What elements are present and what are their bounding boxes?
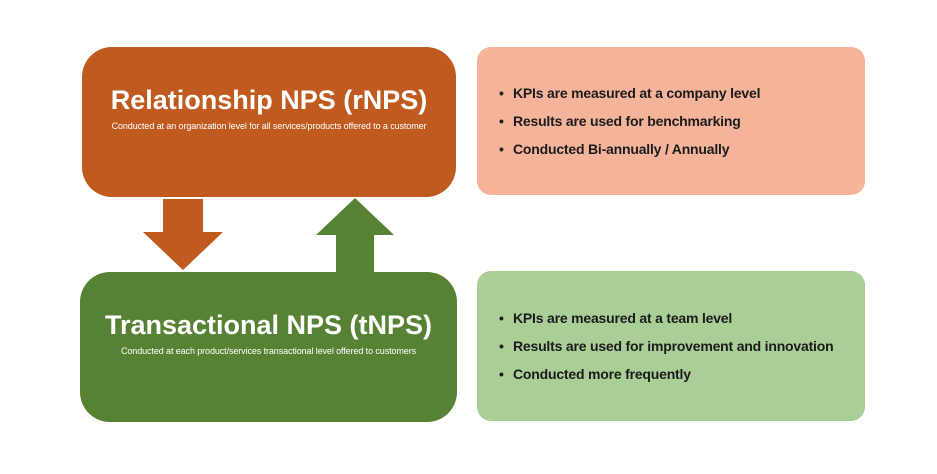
rnps-bullet-text: KPIs are measured at a company level	[513, 84, 761, 101]
bullet-icon: •	[499, 112, 504, 129]
bullet-icon: •	[499, 365, 504, 382]
tnps-bullet-text: KPIs are measured at a team level	[513, 309, 733, 326]
rnps-title: Relationship NPS (rNPS)	[110, 85, 428, 115]
rnps-bullet-text: Results are used for benchmarking	[513, 112, 741, 129]
rnps-bullet-list: • KPIs are measured at a company level •…	[499, 85, 851, 158]
tnps-bullet-list: • KPIs are measured at a team level • Re…	[499, 310, 851, 383]
list-item: • Results are used for benchmarking	[499, 113, 851, 130]
list-item: • Conducted Bi-annually / Annually	[499, 141, 851, 158]
rnps-subtitle: Conducted at an organization level for a…	[111, 121, 427, 132]
bullet-icon: •	[499, 140, 504, 157]
rnps-box: Relationship NPS (rNPS) Conducted at an …	[82, 47, 456, 197]
bullet-icon: •	[499, 337, 504, 354]
list-item: • KPIs are measured at a team level	[499, 310, 851, 327]
rnps-panel: • KPIs are measured at a company level •…	[477, 47, 865, 195]
bullet-icon: •	[499, 84, 504, 101]
rnps-bullet-text: Conducted Bi-annually / Annually	[513, 140, 730, 157]
tnps-bullet-text: Results are used for improvement and inn…	[513, 337, 834, 354]
up-arrow-icon	[316, 198, 394, 272]
list-item: • KPIs are measured at a company level	[499, 85, 851, 102]
tnps-bullet-text: Conducted more frequently	[513, 365, 691, 382]
tnps-title: Transactional NPS (tNPS)	[104, 310, 433, 340]
list-item: • Conducted more frequently	[499, 366, 851, 383]
tnps-box: Transactional NPS (tNPS) Conducted at ea…	[80, 272, 457, 422]
down-arrow-icon	[143, 199, 223, 270]
tnps-panel: • KPIs are measured at a team level • Re…	[477, 271, 865, 421]
bullet-icon: •	[499, 309, 504, 326]
list-item: • Results are used for improvement and i…	[499, 338, 851, 355]
tnps-subtitle: Conducted at each product/services trans…	[121, 346, 416, 357]
